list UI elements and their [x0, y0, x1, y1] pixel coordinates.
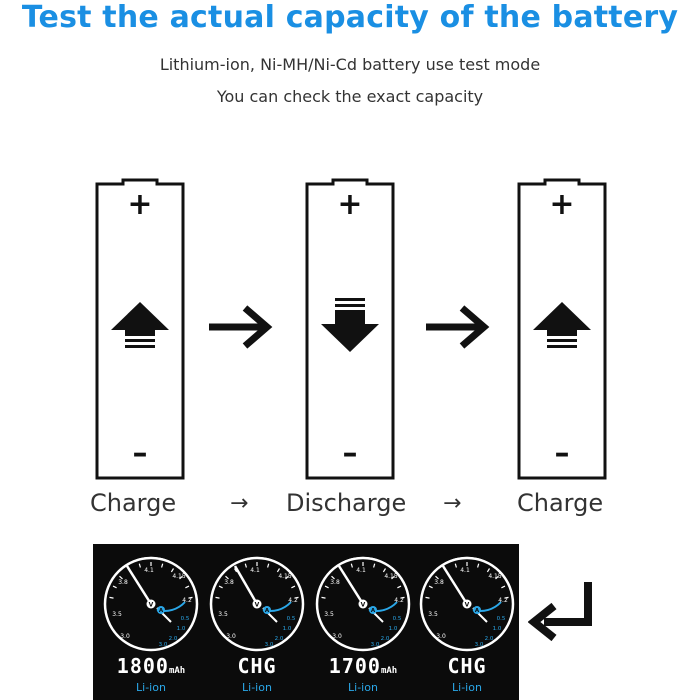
voltage-tick-label: 4.15 — [278, 573, 292, 580]
current-tick-label: 2.0 — [485, 636, 494, 642]
voltage-tick-label: 4.15 — [488, 573, 502, 580]
capacity-readout: CHG — [205, 654, 309, 683]
voltage-tick-label: 4.2 — [394, 597, 404, 604]
current-badge: A — [475, 608, 480, 614]
current-tick-label: 0.5 — [287, 616, 296, 622]
current-tick-label: 1.0 — [389, 626, 398, 632]
voltage-tick-label: 3.0 — [120, 633, 130, 640]
readout-unit: mAh — [168, 666, 186, 676]
current-tick-label: 2.0 — [275, 636, 284, 642]
voltage-badge: V — [255, 602, 260, 609]
gauge-dial: 3.84.14.154.23.53.00.51.02.03.0VA — [315, 556, 411, 652]
step-label-charge: Charge — [90, 489, 177, 517]
step-connector-arrow: → — [443, 491, 462, 516]
voltage-tick-label: 4.2 — [498, 597, 508, 604]
positive-terminal-label: + — [127, 187, 152, 222]
readout-value: 1700 — [328, 654, 381, 678]
current-badge: A — [159, 608, 164, 614]
voltage-tick-label: 3.5 — [218, 611, 228, 618]
step-label-discharge: Discharge — [286, 489, 407, 517]
voltage-tick-label: 4.2 — [182, 597, 192, 604]
current-badge: A — [371, 608, 376, 614]
chemistry-label: Li-ion — [136, 681, 166, 694]
current-badge: A — [265, 608, 270, 614]
voltage-badge: V — [465, 602, 470, 609]
current-tick-label: 3.0 — [265, 642, 274, 648]
capacity-readout: CHG — [415, 654, 519, 683]
voltage-tick-label: 3.0 — [332, 633, 342, 640]
current-tick-label: 2.0 — [169, 636, 178, 642]
step-label-charge: Charge — [517, 489, 604, 517]
readout-unit: mAh — [380, 666, 398, 676]
chemistry-label: Li-ion — [348, 681, 378, 694]
current-tick-label: 0.5 — [393, 616, 402, 622]
voltage-needle — [441, 565, 469, 605]
arrow-up-icon — [533, 302, 591, 348]
gauge-dial: 3.84.14.154.23.53.00.51.02.03.0VA — [103, 556, 199, 652]
voltage-tick-label: 3.5 — [324, 611, 334, 618]
voltage-tick-label: 4.1 — [250, 567, 260, 574]
readout-value: CHG — [237, 654, 277, 678]
current-tick-label: 2.0 — [381, 636, 390, 642]
voltage-tick-label: 3.8 — [118, 579, 128, 586]
chemistry-label: Li-ion — [452, 681, 482, 694]
arrow-up-icon — [111, 302, 169, 348]
current-tick-label: 3.0 — [159, 642, 168, 648]
return-arrow-icon — [528, 582, 592, 642]
current-tick-label: 0.5 — [497, 616, 506, 622]
current-tick-label: 1.0 — [283, 626, 292, 632]
voltage-tick-label: 4.1 — [144, 567, 154, 574]
step-connector-arrow: → — [230, 491, 249, 516]
voltage-tick-label: 4.2 — [288, 597, 298, 604]
arrow-right-icon — [426, 305, 490, 349]
readout-value: 1800 — [116, 654, 169, 678]
capacity-readout: 1700mAh — [311, 654, 415, 683]
voltage-tick-label: 3.5 — [112, 611, 122, 618]
current-tick-label: 3.0 — [475, 642, 484, 648]
battery-discharge: + – — [305, 178, 395, 480]
voltage-tick-label: 3.5 — [428, 611, 438, 618]
voltage-tick-label: 4.15 — [172, 573, 186, 580]
battery-charge-1: + – — [95, 178, 185, 480]
negative-terminal-label: – — [133, 436, 148, 471]
voltage-tick-label: 4.15 — [384, 573, 398, 580]
gauge-dial: 3.84.14.154.23.53.00.51.02.03.0VA — [419, 556, 515, 652]
current-tick-label: 1.0 — [177, 626, 186, 632]
current-tick-label: 3.0 — [371, 642, 380, 648]
arrow-right-icon — [209, 305, 273, 349]
chemistry-label: Li-ion — [242, 681, 272, 694]
voltage-needle — [233, 565, 259, 605]
gauge-dial: 3.84.14.154.23.53.00.51.02.03.0VA — [209, 556, 305, 652]
page-title: Test the actual capacity of the battery — [21, 0, 679, 35]
voltage-badge: V — [361, 602, 366, 609]
readout-value: CHG — [447, 654, 487, 678]
current-tick-label: 0.5 — [181, 616, 190, 622]
positive-terminal-label: + — [549, 187, 574, 222]
battery-charge-2: + – — [517, 178, 607, 480]
arrow-down-icon — [321, 298, 379, 352]
voltage-needle — [337, 565, 365, 605]
current-tick-label: 1.0 — [493, 626, 502, 632]
voltage-needle — [125, 565, 153, 605]
capacity-readout: 1800mAh — [99, 654, 203, 683]
voltage-tick-label: 3.0 — [226, 633, 236, 640]
subtitle-modes: Lithium-ion, Ni-MH/Ni-Cd battery use tes… — [159, 55, 541, 74]
voltage-tick-label: 4.1 — [356, 567, 366, 574]
voltage-tick-label: 3.8 — [224, 579, 234, 586]
negative-terminal-label: – — [555, 436, 570, 471]
voltage-tick-label: 4.1 — [460, 567, 470, 574]
voltage-tick-label: 3.8 — [434, 579, 444, 586]
subtitle-capacity: You can check the exact capacity — [216, 87, 484, 106]
negative-terminal-label: – — [343, 436, 358, 471]
voltage-badge: V — [149, 602, 154, 609]
positive-terminal-label: + — [337, 187, 362, 222]
voltage-tick-label: 3.8 — [330, 579, 340, 586]
voltage-tick-label: 3.0 — [436, 633, 446, 640]
